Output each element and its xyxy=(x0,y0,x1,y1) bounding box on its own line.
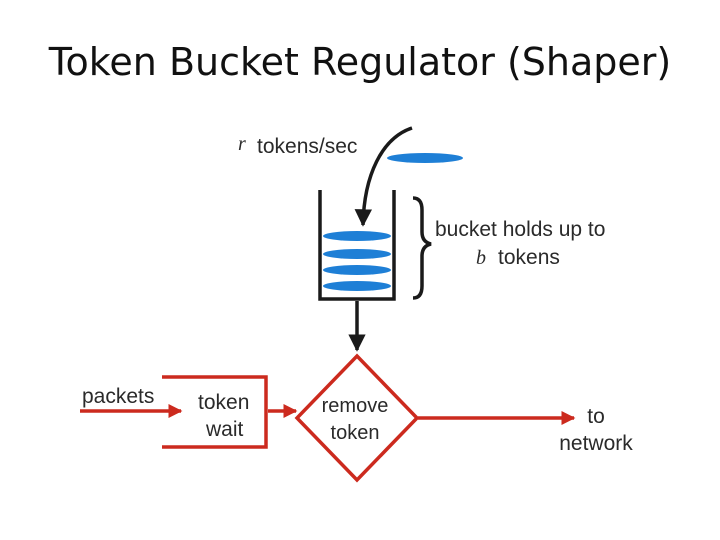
bucket-token xyxy=(323,249,391,259)
incoming-token xyxy=(387,153,463,163)
capacity-brace xyxy=(412,196,432,300)
bucket-token xyxy=(323,231,391,241)
token-wait-queue xyxy=(162,375,268,449)
bucket-capacity-label: bucket holds up to xyxy=(435,218,605,241)
bucket-token xyxy=(323,265,391,275)
remove-token-decision xyxy=(294,353,420,483)
output-label-line1: to xyxy=(587,405,605,428)
output-label-line2: network xyxy=(559,432,633,455)
decision-label-line2: token xyxy=(331,422,380,444)
packets-label: packets xyxy=(82,385,154,408)
token-bucket xyxy=(318,190,396,301)
token-arrival-arrow xyxy=(354,126,413,227)
bucket-capacity-unit: tokens xyxy=(498,246,560,269)
bucket-symbol: b xyxy=(476,247,486,269)
bucket-token xyxy=(323,281,391,291)
queue-label-line1: token xyxy=(198,391,249,414)
decision-label-line1: remove xyxy=(322,395,389,417)
rate-symbol: r xyxy=(238,133,246,155)
rate-label: tokens/sec xyxy=(257,135,357,158)
slide-title: Token Bucket Regulator (Shaper) xyxy=(48,40,672,84)
queue-label-line2: wait xyxy=(205,418,244,441)
